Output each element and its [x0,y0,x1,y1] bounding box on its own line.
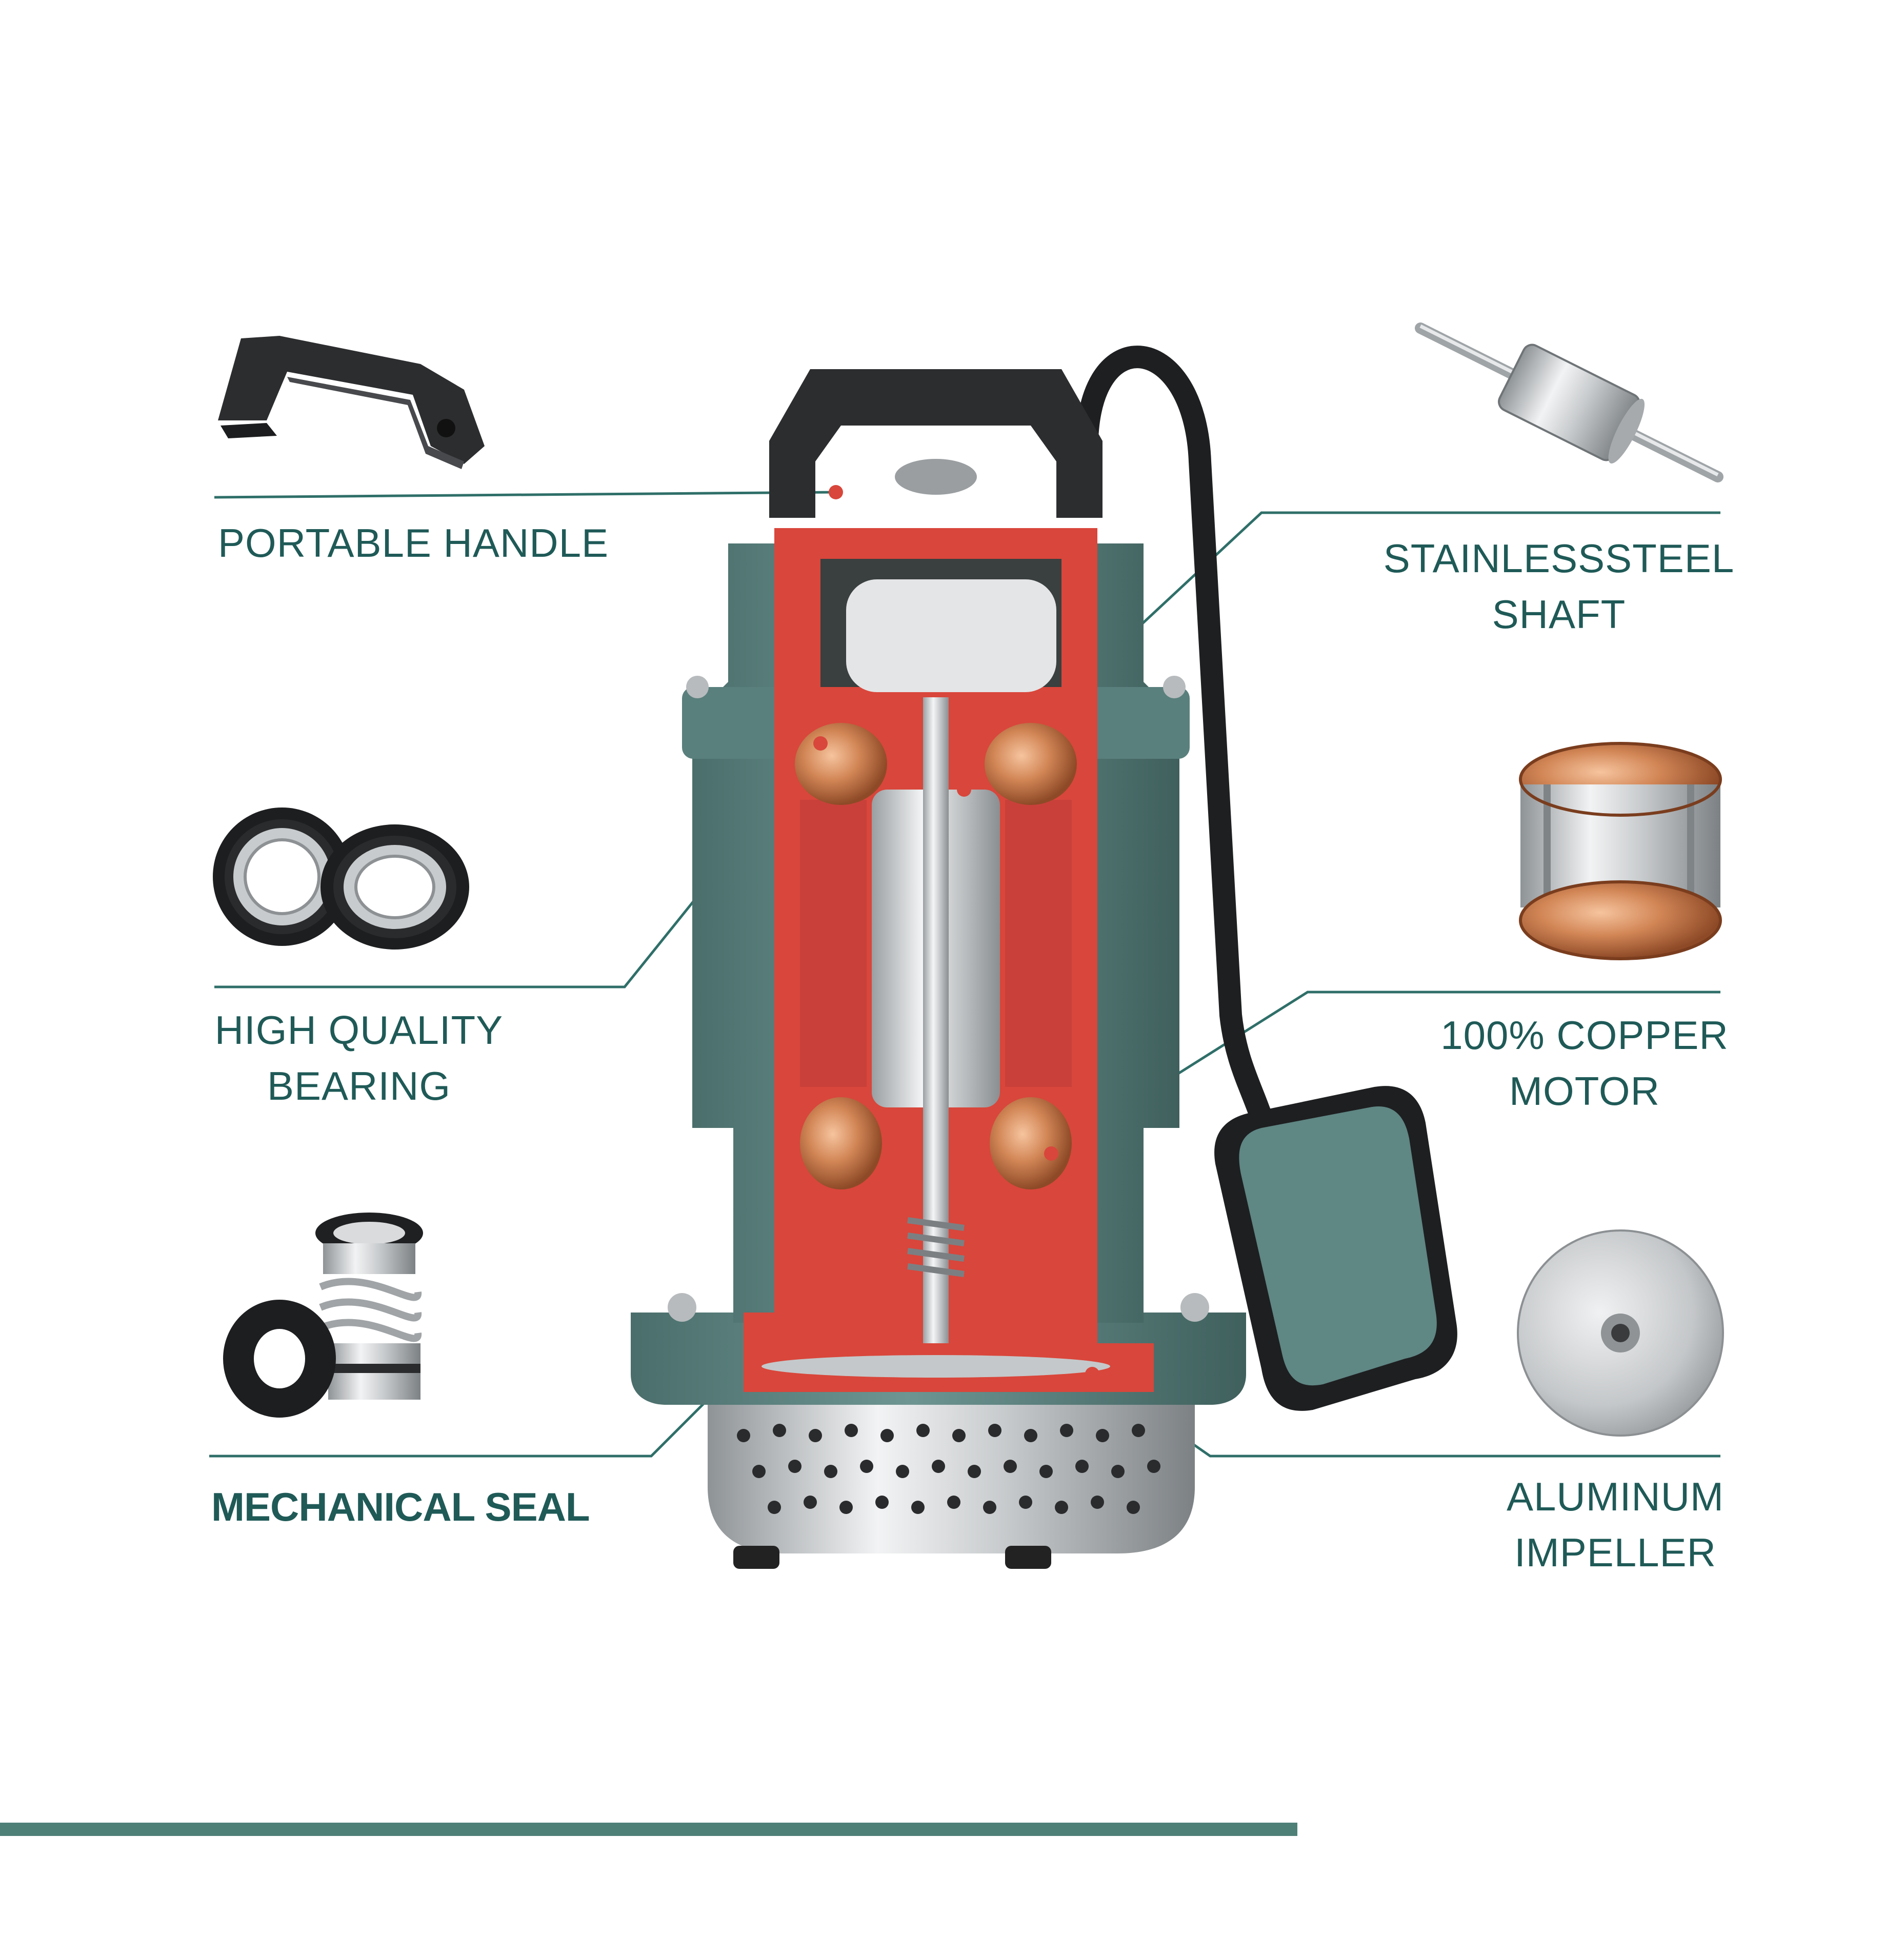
submersible-pump-cutaway [631,346,1273,1569]
label-motor-line1: 100% COPPER [1440,1013,1729,1058]
label-portable-handle: PORTABLE HANDLE [218,515,609,571]
label-aluminum-impeller: ALUMINUM IMPELLER [1487,1469,1743,1581]
label-mechanical-seal: MECHANICAL SEAL [211,1479,590,1535]
label-impeller-line1: ALUMINUM [1506,1474,1724,1519]
label-bearing-line1: HIGH QUALITY [214,1007,504,1053]
aluminum-impeller-disc-icon [1517,1229,1724,1437]
label-copper-motor: 100% COPPER MOTOR [1436,1007,1733,1119]
power-cable [1075,346,1273,1129]
strainer-holes [737,1424,1160,1514]
label-high-quality-bearing: HIGH QUALITY BEARING [210,1002,508,1114]
label-seal-line1: MECHANICAL SEAL [211,1484,590,1529]
bottom-accent-bar [0,1823,1297,1836]
pump-handle [769,369,1103,518]
label-stainless-steel-shaft: STAINLESSSTEEL SHAFT [1379,531,1738,642]
leader-line-handle [214,491,836,499]
label-motor-line2: MOTOR [1509,1068,1660,1114]
stainless-steel-shaft-part-icon [1415,322,1723,482]
ball-bearing-pair-icon [213,807,469,950]
strainer-base [708,1395,1195,1553]
label-portable-handle-line1: PORTABLE HANDLE [218,520,609,566]
mechanical-seal-icon [223,1213,423,1418]
copper-stator-icon [1519,742,1722,960]
label-shaft-line2: SHAFT [1492,592,1626,637]
label-bearing-line2: BEARING [267,1063,451,1109]
label-shaft-line1: STAINLESSSTEEL [1383,536,1735,581]
float-switch-icon [1214,1086,1457,1411]
portable-handle-part-icon [218,336,485,469]
label-impeller-line2: IMPELLER [1514,1530,1716,1576]
